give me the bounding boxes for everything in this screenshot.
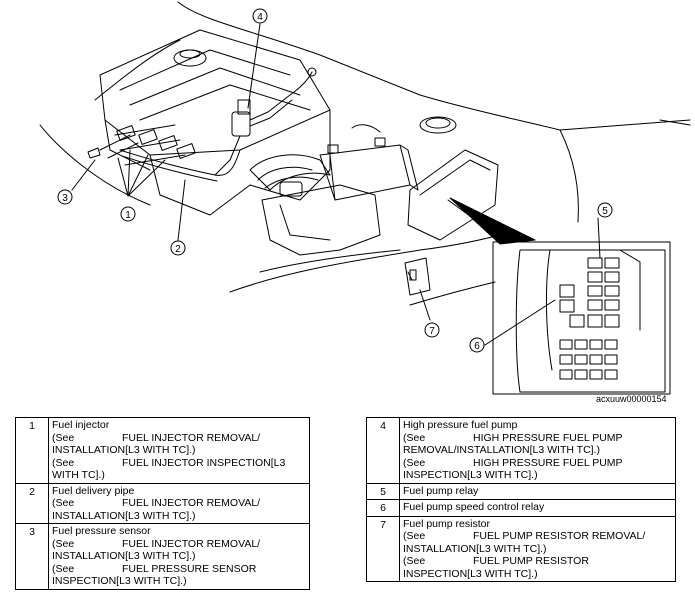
legend-description: Fuel pressure sensor (See FUEL INJECTOR R… bbox=[48, 523, 310, 590]
procedure-link-cont[interactable]: INSPECTION[L3 WITH TC].) bbox=[403, 469, 538, 481]
callout-4: 4 bbox=[252, 8, 268, 24]
procedure-link[interactable]: FUEL PUMP RESISTOR bbox=[473, 555, 589, 567]
fuel-pump-resistor bbox=[404, 257, 431, 296]
procedure-link[interactable]: FUEL INJECTOR REMOVAL/ bbox=[122, 431, 261, 444]
callout-3: 3 bbox=[57, 189, 73, 205]
legend-number: 3 bbox=[15, 523, 49, 590]
procedure-link[interactable]: HIGH PRESSURE FUEL PUMP bbox=[473, 456, 623, 469]
procedure-link[interactable]: FUEL PUMP RESISTOR REMOVAL/ bbox=[473, 530, 646, 542]
see-label: (See bbox=[52, 497, 75, 509]
svg-text:2: 2 bbox=[175, 244, 181, 255]
engine-cylinder-head bbox=[99, 29, 331, 216]
part-name: Fuel pump speed control relay bbox=[403, 501, 545, 513]
part-name: Fuel delivery pipe bbox=[52, 484, 135, 497]
legend-number: 7 bbox=[366, 515, 400, 582]
part-name: High pressure fuel pump bbox=[403, 419, 518, 431]
table-row: 6 Fuel pump speed control relay bbox=[366, 499, 676, 517]
procedure-link-cont[interactable]: REMOVAL/INSTALLATION[L3 WITH TC].) bbox=[403, 444, 601, 456]
vehicle-body-outline bbox=[39, 1, 691, 306]
fuel-injectors bbox=[87, 124, 196, 166]
legend-description: Fuel pump speed control relay bbox=[399, 499, 676, 517]
part-name: Fuel pressure sensor bbox=[52, 525, 151, 537]
callout-5: 5 bbox=[597, 202, 613, 218]
callout-leaders bbox=[71, 23, 601, 346]
procedure-link-cont[interactable]: INSTALLATION[L3 WITH TC].) bbox=[52, 444, 196, 456]
procedure-link-cont[interactable]: INSTALLATION[L3 WITH TC].) bbox=[52, 509, 196, 522]
legend-description: Fuel injector (See FUEL INJECTOR REMOVAL/… bbox=[48, 417, 310, 484]
legend-number: 1 bbox=[15, 417, 49, 484]
legend-number: 4 bbox=[366, 417, 400, 484]
see-label: (See bbox=[403, 456, 426, 469]
callout-1: 1 bbox=[120, 206, 136, 222]
engine-compartment-diagram: 1 2 3 4 5 6 7 bbox=[39, 1, 691, 395]
legend-description: Fuel delivery pipe (See FUEL INJECTOR REM… bbox=[48, 482, 310, 524]
see-label: (See bbox=[403, 431, 426, 444]
procedure-link-cont[interactable]: INSPECTION[L3 WITH TC].) bbox=[52, 575, 187, 587]
part-name: Fuel injector bbox=[52, 419, 110, 431]
intake-duct bbox=[249, 154, 381, 256]
table-row: 2 Fuel delivery pipe (See FUEL INJECTOR R… bbox=[15, 482, 310, 524]
procedure-link[interactable]: FUEL PRESSURE SENSOR bbox=[122, 562, 257, 575]
svg-text:6: 6 bbox=[474, 341, 480, 352]
svg-text:7: 7 bbox=[429, 326, 435, 337]
procedure-link[interactable]: FUEL INJECTOR REMOVAL/ bbox=[122, 537, 261, 550]
see-label: (See bbox=[52, 562, 75, 575]
procedure-link-cont[interactable]: INSTALLATION[L3 WITH TC].) bbox=[403, 542, 547, 555]
callout-2: 2 bbox=[170, 240, 186, 256]
legend-number: 5 bbox=[366, 482, 400, 500]
relay-box-enlargement bbox=[492, 241, 671, 395]
see-label: (See bbox=[403, 530, 426, 542]
callout-7: 7 bbox=[424, 322, 440, 338]
part-name: Fuel pump resistor bbox=[403, 517, 490, 530]
table-row: 3 Fuel pressure sensor (See FUEL INJECTOR… bbox=[15, 523, 310, 590]
figure-code: acxuuw00000154 bbox=[596, 394, 667, 404]
see-label: (See bbox=[52, 537, 75, 550]
see-label: (See bbox=[403, 555, 426, 567]
legend-number: 2 bbox=[15, 482, 49, 524]
high-pressure-fuel-pump bbox=[214, 67, 317, 176]
see-label: (See bbox=[52, 456, 75, 469]
battery bbox=[319, 124, 419, 201]
table-row: 1 Fuel injector (See FUEL INJECTOR REMOVA… bbox=[15, 417, 310, 484]
part-name: Fuel pump relay bbox=[403, 484, 479, 497]
procedure-link-cont[interactable]: WITH TC].) bbox=[52, 469, 105, 481]
svg-text:3: 3 bbox=[62, 193, 68, 204]
legend-description: Fuel pump relay bbox=[399, 482, 676, 500]
table-row: 5 Fuel pump relay bbox=[366, 482, 676, 500]
legend-number: 6 bbox=[366, 499, 400, 517]
see-label: (See bbox=[52, 431, 75, 444]
enlargement-pointer bbox=[449, 197, 536, 245]
svg-text:4: 4 bbox=[257, 12, 263, 23]
procedure-link[interactable]: HIGH PRESSURE FUEL PUMP bbox=[473, 431, 623, 444]
procedure-link-cont[interactable]: INSPECTION[L3 WITH TC].) bbox=[403, 567, 538, 580]
procedure-link[interactable]: FUEL INJECTOR REMOVAL/ bbox=[122, 497, 261, 509]
svg-text:5: 5 bbox=[602, 206, 608, 217]
callout-6: 6 bbox=[469, 337, 485, 353]
svg-text:1: 1 bbox=[125, 210, 131, 221]
procedure-link[interactable]: FUEL INJECTOR INSPECTION[L3 bbox=[122, 456, 286, 469]
procedure-link-cont[interactable]: INSTALLATION[L3 WITH TC].) bbox=[52, 550, 196, 562]
